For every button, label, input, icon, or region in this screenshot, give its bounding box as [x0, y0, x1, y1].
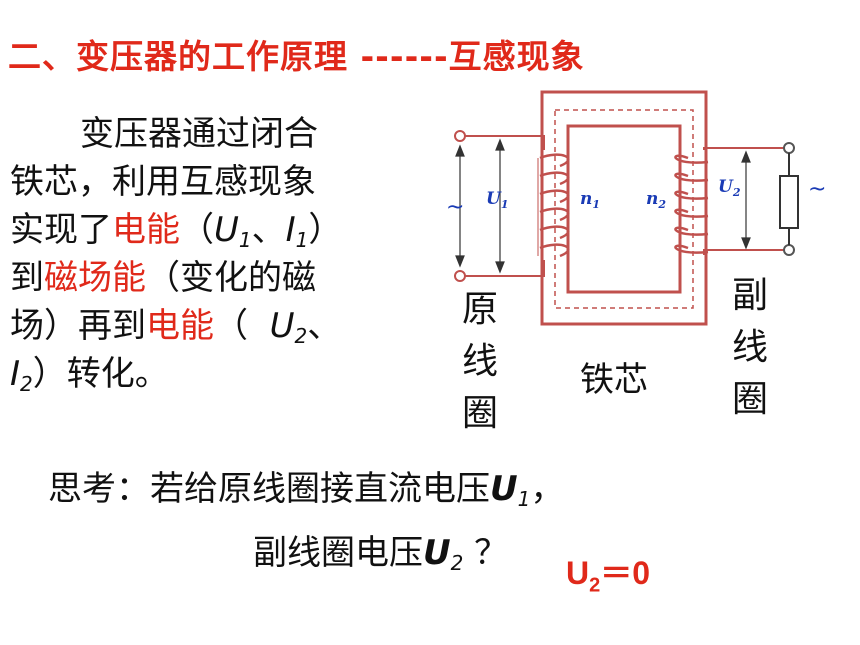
magnetic-energy-term: 磁场能 [44, 258, 146, 298]
text: ） [308, 210, 343, 250]
load-resistor [779, 175, 799, 229]
para-line-3: 实现了电能（U1、I1） [10, 206, 430, 254]
diagram-u2-label: U2 [718, 177, 741, 199]
text: ？ [463, 533, 509, 573]
i2-subscript: 2 [20, 372, 33, 396]
u1-subscript: 1 [517, 487, 531, 511]
primary-terminal-bottom [454, 270, 466, 282]
text: 、 [307, 306, 342, 346]
i1-symbol: I [285, 210, 296, 250]
iron-core-dashed [554, 109, 694, 309]
para-line-1: 变压器通过闭合 [80, 114, 318, 154]
ac-symbol-right: ~ [808, 177, 826, 202]
primary-terminal-top [454, 130, 466, 142]
ac-source-arrow-left [455, 144, 465, 268]
text: 思考：若给原线圈接直流电压 [48, 469, 490, 509]
u1-symbol: U [490, 469, 518, 509]
primary-wire-top [462, 135, 545, 150]
secondary-terminal-bottom [783, 244, 795, 256]
u1-voltage-arrow [495, 138, 505, 274]
text: ， [530, 469, 565, 509]
ac-symbol-left: ~ [446, 195, 464, 220]
thinking-question: 思考：若给原线圈接直流电压U1， 副线圈电压U2 ？ [48, 462, 564, 590]
primary-coil [537, 153, 570, 258]
u1-symbol: U [214, 210, 239, 250]
electric-energy-term: 电能 [112, 210, 180, 250]
electric-energy-term-2: 电能 [146, 306, 214, 346]
secondary-coil-label: 副 线 圈 [730, 270, 770, 426]
text: 场）再到 [10, 306, 146, 346]
para-line-6: I2）转化。 [10, 350, 430, 398]
u2-voltage-arrow [741, 150, 751, 250]
para-line-5: 场）再到电能（ U2、 [10, 302, 430, 350]
u2-subscript: 2 [294, 324, 308, 348]
answer-u2-zero: U2＝0 [566, 548, 650, 597]
iron-core-outer [540, 90, 708, 326]
secondary-terminal-top [783, 142, 795, 154]
text: 、 [251, 210, 286, 250]
u2-symbol: U [423, 533, 451, 573]
answer-subscript: 2 [589, 574, 601, 597]
u1-subscript: 1 [238, 228, 252, 252]
answer-u: U [566, 555, 590, 591]
primary-wire-bottom [462, 260, 545, 277]
para-line-4: 到磁场能（变化的磁 [10, 254, 430, 302]
label-char: 圈 [461, 393, 498, 434]
iron-core-label: 铁芯 [580, 360, 648, 400]
explanation-paragraph: 变压器通过闭合 铁芯，利用互感现象 实现了电能（U1、I1） 到磁场能（变化的磁… [10, 110, 430, 398]
secondary-wire-top [703, 147, 790, 150]
question-line-1: 思考：若给原线圈接直流电压U1， [48, 462, 564, 526]
question-line-2: 副线圈电压U2 ？ [48, 526, 564, 590]
diagram-n2-label: n2 [646, 189, 666, 211]
secondary-wire-bottom [703, 249, 790, 255]
diagram-n1-label: n1 [580, 189, 600, 211]
label-char: 圈 [731, 379, 768, 420]
secondary-coil [674, 154, 709, 254]
text: 实现了 [10, 210, 112, 250]
label-char: 线 [461, 341, 498, 382]
label-char: 原 [461, 289, 498, 330]
text: （变化的磁 [146, 258, 316, 298]
diagram-u1-label: U1 [486, 189, 508, 211]
i1-subscript: 1 [295, 228, 309, 252]
label-char: 线 [731, 327, 768, 368]
text: ）转化。 [32, 354, 169, 394]
label-char: 副 [731, 275, 768, 316]
text: 副线圈电压 [253, 533, 423, 573]
para-line-2: 铁芯，利用互感现象 [10, 162, 316, 202]
text: （ [214, 306, 270, 346]
i2-symbol: I [10, 354, 21, 394]
text: （ [180, 210, 214, 250]
u2-subscript: 2 [450, 551, 464, 575]
text: 到 [10, 258, 44, 298]
answer-equals-zero: ＝0 [600, 555, 651, 591]
slide-title: 二、变压器的工作原理 ------互感现象 [8, 37, 585, 76]
u2-symbol: U [269, 306, 295, 346]
primary-coil-label: 原 线 圈 [460, 284, 500, 440]
